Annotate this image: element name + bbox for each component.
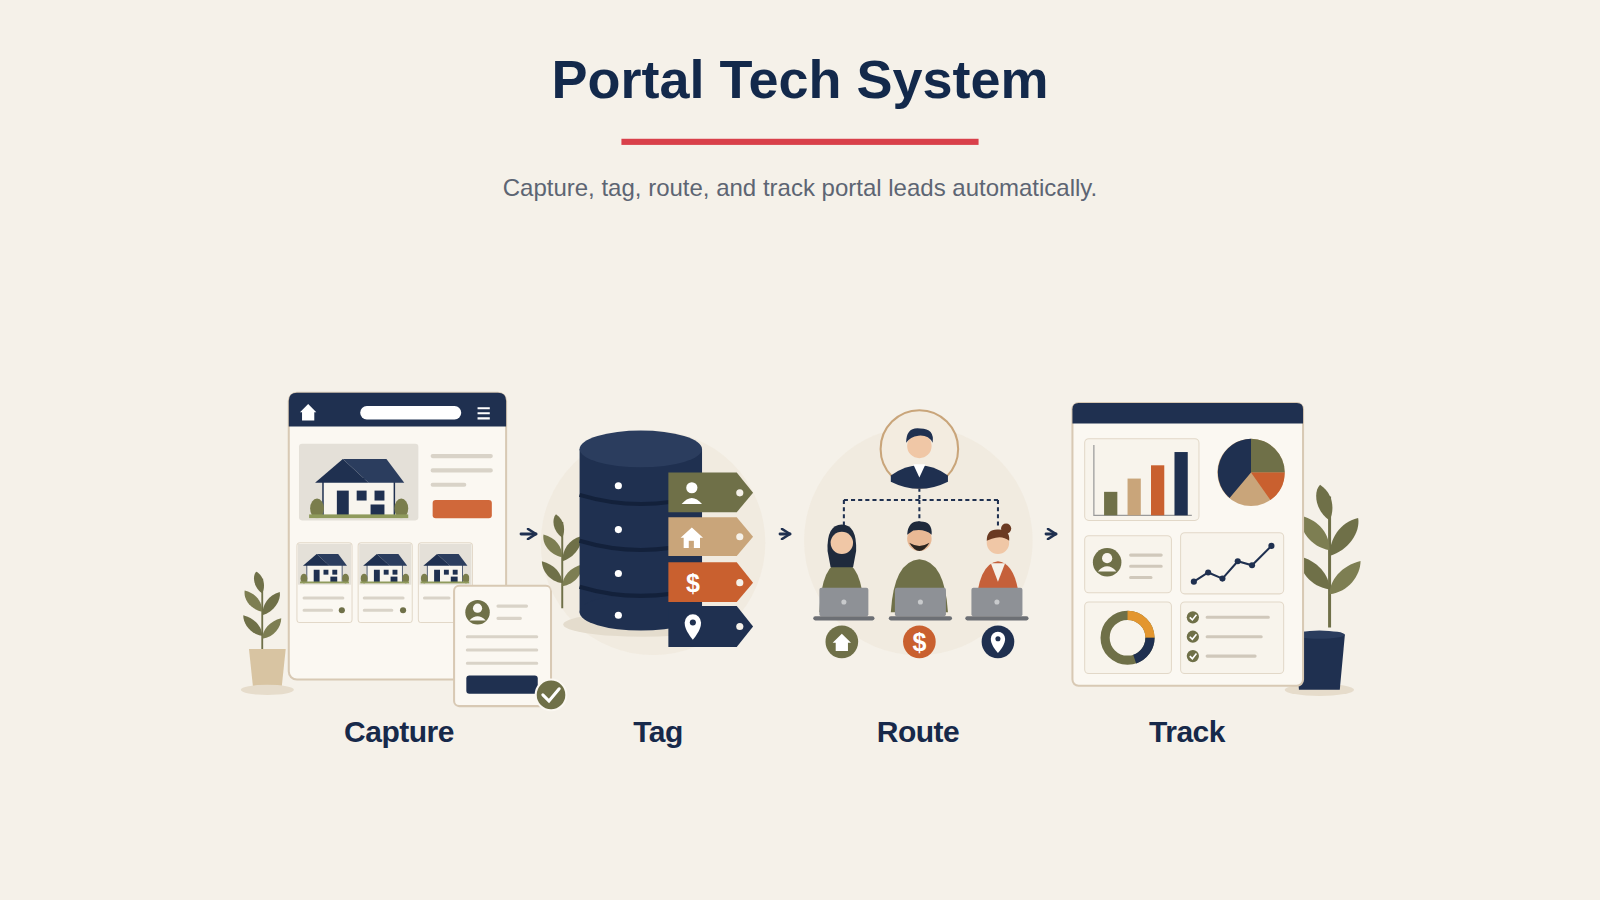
step-node: Tag <box>540 395 776 750</box>
step-label: Track <box>1060 714 1314 750</box>
caption: Capture, tag, route, and track portal le… <box>0 174 1600 202</box>
title: Portal Tech System <box>0 48 1600 110</box>
currency-symbol: $ <box>686 570 700 595</box>
currency-symbol: $ <box>912 629 926 654</box>
step-node: Capture <box>281 395 517 750</box>
step-label: Capture <box>281 714 517 750</box>
step-label: Tag <box>540 714 776 750</box>
step-node: Track <box>1060 395 1314 750</box>
step-label: Route <box>794 714 1042 750</box>
step-node: Route <box>794 395 1042 750</box>
flow-arrow <box>1046 533 1056 536</box>
flow-arrow <box>780 533 790 536</box>
flow-arrow <box>521 533 536 536</box>
